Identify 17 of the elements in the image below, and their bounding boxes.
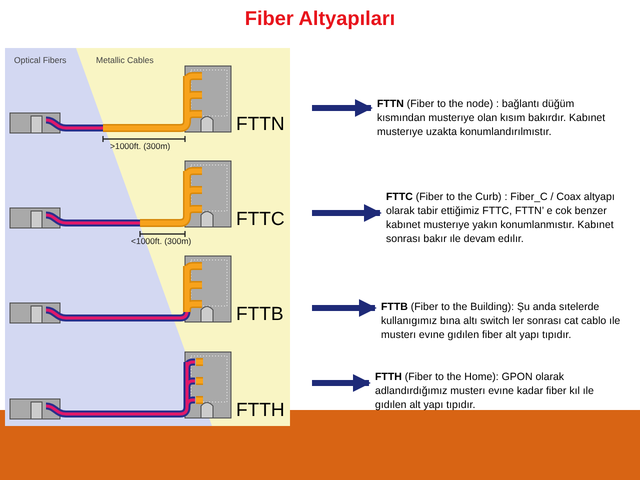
description-text: FTTN (Fiber to the node) : bağlantı düğüm kısmından musterıye olan kısım bakırdır. Kabınet musterıye uzakta konumlandırılmıstır. — [377, 97, 612, 139]
arrow — [312, 204, 382, 222]
title: Fiber Altyapıları — [244, 8, 396, 31]
row-label: FTTN — [236, 114, 285, 136]
arrow — [312, 299, 377, 317]
arrow — [312, 99, 373, 117]
row-label: FTTB — [236, 304, 284, 326]
row-label: FTTC — [236, 209, 285, 231]
description-text: FTTC (Fiber to the Curb) : Fiber_C / Coax altyapı olarak tabir ettiğimiz FTTC, FTTN’ e cok benzer kabınet musterıye yakın konumlanmıstır. Kabınet sonrası bakır ıle devam edılır. — [386, 190, 631, 246]
arrow — [312, 374, 371, 392]
dimension-label: >1000ft. (300m) — [110, 141, 170, 151]
description-text: FTTH (Fiber to the Home): GPON olarak adlandırdığımız musterı evıne kadar fiber kıl ıle gıdılen alt yapı tıpıdır. — [375, 370, 600, 412]
dimension-label: <1000ft. (300m) — [131, 236, 192, 246]
region-label: Metallic Cables — [96, 55, 154, 65]
row-label: FTTH — [236, 400, 285, 422]
region-label: Optical Fibers — [14, 55, 66, 65]
description-text: FTTB (Fiber to the Building): Şu anda sıtelerde kullanıgımız bına altı switch ler sonrası cat cablo ıle musterı evıne gıdılen fiber alt yapı tıpıdır. — [381, 300, 631, 342]
